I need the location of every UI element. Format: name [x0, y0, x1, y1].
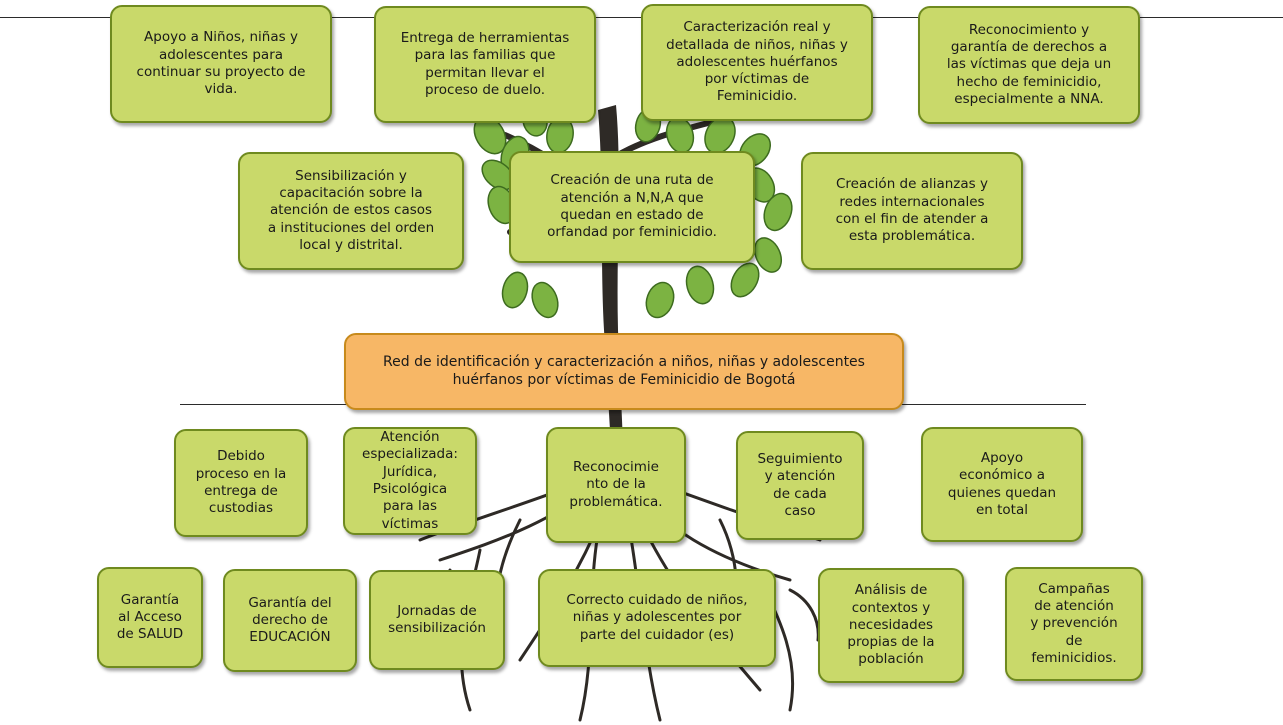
box-text: Atención especializada: Jurídica, Psicol…	[362, 429, 458, 532]
box-text: Análisis de contextos y necesidades prop…	[847, 582, 935, 668]
box-text: Campañas de atención y prevención de fem…	[1030, 580, 1118, 666]
box-center-red: Red de identificación y caracterización …	[344, 333, 904, 410]
box-text: Apoyo a Niños, niñas y adolescentes para…	[136, 29, 306, 98]
box-creacion-ruta: Creación de una ruta de atención a N,N,A…	[509, 151, 755, 263]
box-analisis-contextos: Análisis de contextos y necesidades prop…	[818, 568, 964, 683]
box-caracterizacion-real: Caracterización real y detallada de niño…	[641, 4, 873, 121]
box-correcto-cuidado: Correcto cuidado de niños, niñas y adole…	[538, 569, 776, 667]
box-sensibilizacion-capacitacion: Sensibilización y capacitación sobre la …	[238, 152, 464, 270]
box-reconocimiento-derechos: Reconocimiento y garantía de derechos a …	[918, 6, 1140, 124]
box-text: Seguimiento y atención de cada caso	[757, 450, 843, 519]
box-garantia-salud: Garantía al Acceso de SALUD	[97, 567, 203, 668]
box-text: Correcto cuidado de niños, niñas y adole…	[566, 592, 748, 643]
box-seguimiento: Seguimiento y atención de cada caso	[736, 431, 864, 540]
box-text: Debido proceso en la entrega de custodia…	[195, 448, 287, 517]
box-garantia-educacion: Garantía del derecho de EDUCACIÓN	[223, 569, 357, 672]
box-text: Jornadas de sensibilización	[388, 602, 486, 636]
box-campanas-prevencion: Campañas de atención y prevención de fem…	[1005, 567, 1143, 681]
box-apoyo-proyecto-vida: Apoyo a Niños, niñas y adolescentes para…	[110, 5, 332, 123]
box-jornadas-sensibilizacion: Jornadas de sensibilización	[369, 570, 505, 670]
box-reconocimiento-problematica: Reconocimie nto de la problemática.	[546, 427, 686, 543]
box-atencion-especializada: Atención especializada: Jurídica, Psicol…	[343, 427, 477, 535]
box-text: Reconocimiento y garantía de derechos a …	[946, 21, 1112, 107]
box-alianzas-redes: Creación de alianzas y redes internacion…	[801, 152, 1023, 270]
box-text: Entrega de herramientas para las familia…	[400, 29, 570, 98]
box-text: Caracterización real y detallada de niño…	[666, 19, 848, 105]
box-entrega-herramientas: Entrega de herramientas para las familia…	[374, 6, 596, 123]
box-debido-proceso: Debido proceso en la entrega de custodia…	[174, 429, 308, 537]
box-text: Creación de alianzas y redes internacion…	[835, 176, 989, 245]
box-apoyo-economico: Apoyo económico a quienes quedan en tota…	[921, 427, 1083, 542]
box-text: Apoyo económico a quienes quedan en tota…	[947, 449, 1057, 518]
box-text: Garantía del derecho de EDUCACIÓN	[248, 594, 332, 646]
box-text: Sensibilización y capacitación sobre la …	[267, 167, 435, 253]
box-text: Garantía al Acceso de SALUD	[116, 591, 184, 643]
center-text: Red de identificación y caracterización …	[383, 353, 865, 388]
box-text: Reconocimie nto de la problemática.	[569, 459, 663, 510]
box-text: Creación de una ruta de atención a N,N,A…	[547, 172, 717, 241]
